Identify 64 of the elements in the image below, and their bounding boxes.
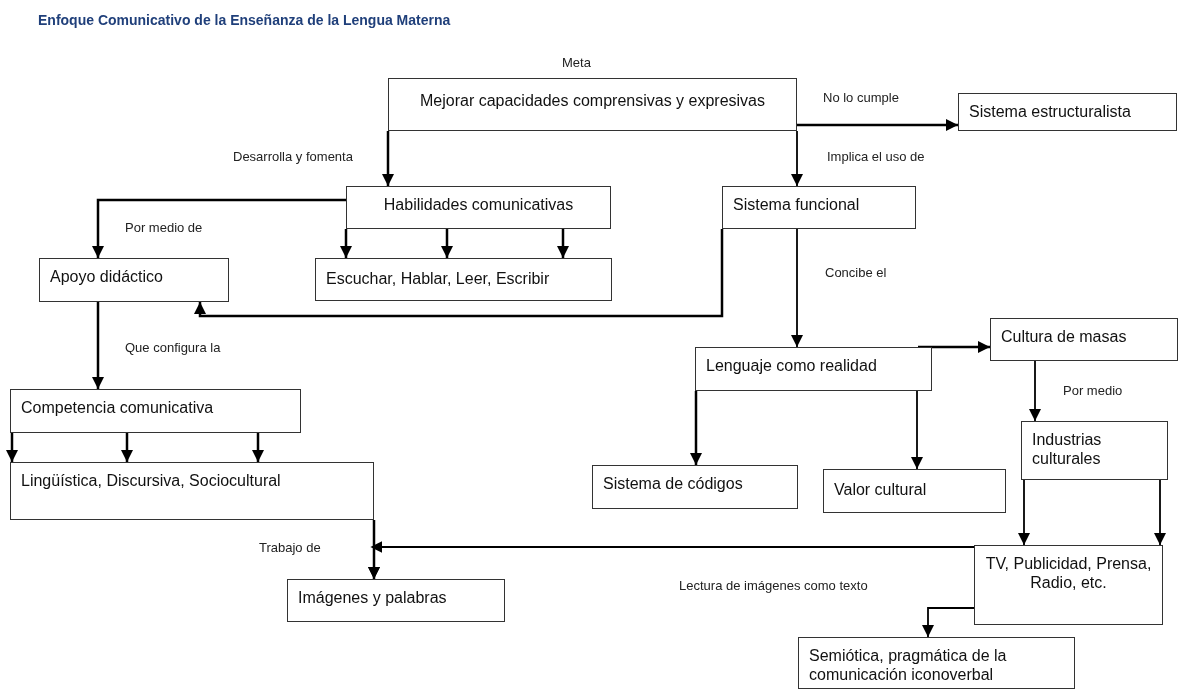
process-box [990,318,1178,361]
diagram-title: Enfoque Comunicativo de la Enseñanza de la Lengua Materna [38,12,451,28]
node-text: Competencia comunicativa [21,398,215,418]
edge-label: Por medio [1062,383,1124,398]
node-text: Sistema de códigos [603,474,744,494]
arrow [791,130,803,187]
arrow [918,341,990,353]
process-box [315,258,612,301]
edge-label: Trabajo de [258,540,322,555]
process-box [695,347,932,391]
arrow [340,229,352,258]
process-box [798,637,1075,689]
arrow [382,131,394,186]
arrow [922,607,975,638]
arrow [911,390,923,470]
node-text: Industrias culturales [1032,430,1103,469]
node-text: Valor cultural [834,480,928,500]
arrow [92,302,104,389]
process-box [974,545,1163,625]
process-box [722,186,916,229]
node-text: Habilidades comunicativas [382,195,575,215]
node-text: Escuchar, Hablar, Leer, Escribir [326,269,551,289]
node-text: Sistema funcional [733,195,861,215]
node-text: Apoyo didáctico [50,267,164,287]
arrow [252,433,264,462]
edge-label: Lectura de imágenes como texto [678,578,869,593]
edge-label: Desarrolla y fomenta [232,149,354,164]
process-box [592,465,798,509]
node-text: Lingüística, Discursiva, Sociocultural [21,471,282,491]
arrow [1018,479,1030,546]
edge-label: Que configura la [124,340,222,355]
arrow [121,433,133,462]
process-box [958,93,1177,131]
node-text: TV, Publicidad, Prensa, Radio, etc. [985,554,1152,593]
process-box [287,579,505,622]
edge-label: Concibe el [824,265,888,280]
arrow [441,229,453,258]
node-text: Lenguaje como realidad [706,356,878,376]
node-text: Imágenes y palabras [298,588,448,608]
process-box [10,462,374,520]
arrow [368,541,975,580]
node-text: Mejorar capacidades comprensivas y expresivas [418,91,766,111]
arrow [1154,479,1166,546]
node-caption: Meta [561,55,592,70]
process-box [1021,421,1168,480]
arrow [6,433,18,462]
arrow [690,391,702,465]
process-box [388,78,797,131]
edge-label: Por medio de [124,220,204,235]
process-box [10,389,301,433]
arrow [1029,360,1041,422]
arrow [194,229,724,318]
node-text: Semiótica, pragmática de la comunicación iconoverbal [809,646,1008,685]
arrow [92,198,346,258]
edge-label: No lo cumple [822,90,900,105]
arrow [557,229,569,258]
node-text: Cultura de masas [1001,327,1128,347]
arrow [797,119,958,131]
process-box [346,186,611,229]
edge-label: Implica el uso de [826,149,926,164]
arrow [791,228,803,348]
process-box [39,258,229,302]
process-box [823,469,1006,513]
node-text: Sistema estructuralista [969,102,1132,122]
